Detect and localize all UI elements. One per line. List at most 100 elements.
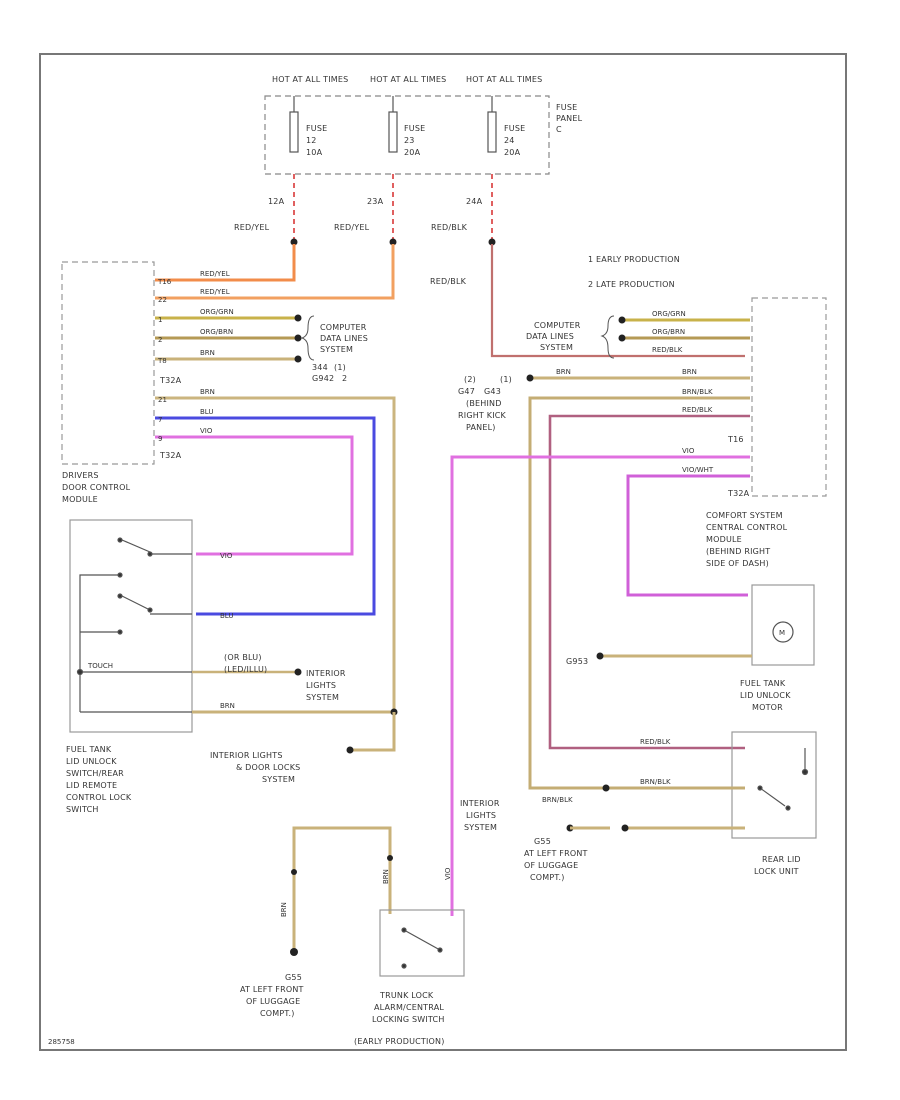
fuel-switch-internals	[76, 537, 192, 713]
ground-right-6: RIGHT KICK	[458, 411, 507, 420]
fuse-panel-label-1: FUSE	[556, 103, 577, 112]
fuse-1-amps: 10A	[306, 148, 323, 157]
svg-text:BRN: BRN	[200, 388, 215, 396]
fuel-switch-label-1: FUEL TANK	[66, 745, 112, 754]
data-lines-1-c: SYSTEM	[320, 345, 353, 354]
fuse-24	[487, 111, 497, 153]
legend-late: 2 LATE PRODUCTION	[588, 280, 675, 289]
motor-m: M	[779, 629, 785, 637]
fuse-2-num: 23	[404, 136, 415, 145]
ground-right-7: PANEL)	[466, 423, 496, 432]
lp-blu-1: (OR BLU)	[224, 653, 262, 662]
ground-344-b: (1)	[334, 363, 346, 372]
wire-red-blk-rear: RED/BLK	[640, 738, 671, 746]
svg-text:RED/BLK: RED/BLK	[652, 346, 683, 354]
svg-text:RED/YEL: RED/YEL	[200, 288, 230, 296]
splice-led	[294, 668, 302, 676]
splice-1	[290, 238, 298, 246]
comfort-connector-2: T32A	[727, 489, 750, 498]
g55-right-3: OF LUGGAGE	[524, 861, 578, 870]
comfort-label-4: (BEHIND RIGHT	[706, 547, 770, 556]
ground-right-4: G43	[484, 387, 501, 396]
comfort-label-2: CENTRAL CONTROL	[706, 523, 788, 532]
g55-bottom-1: G55	[285, 973, 302, 982]
comfort-module	[751, 297, 827, 497]
driver-module-label-1: DRIVERS	[62, 471, 99, 480]
trunk-label-4: (EARLY PRODUCTION)	[354, 1037, 445, 1046]
fuel-switch-label-3: SWITCH/REAR	[66, 769, 124, 778]
svg-text:RED/BLK: RED/BLK	[682, 406, 713, 414]
fuse-1-num: 12	[306, 136, 317, 145]
interior-1-b: LIGHTS	[306, 681, 336, 690]
hot-label-1: HOT AT ALL TIMES	[272, 75, 348, 84]
wire-brn-blk-b: BRN/BLK	[542, 796, 573, 804]
interior-3-b: LIGHTS	[466, 811, 496, 820]
data-lines-2-c: SYSTEM	[540, 343, 573, 352]
interior-2-a: INTERIOR LIGHTS	[210, 751, 283, 760]
wire-brn-label: BRN	[220, 702, 235, 710]
driver-connector-1: T32A	[159, 376, 182, 385]
wire-red-blk-main	[490, 244, 745, 358]
rear-lock-label-1: REAR LID	[762, 855, 801, 864]
g55-bottom-4: COMPT.)	[260, 1009, 295, 1018]
fuel-motor-label-1: FUEL TANK	[740, 679, 786, 688]
brace-left	[300, 315, 315, 361]
splice-g953	[596, 652, 604, 660]
feed-wire-label-3: RED/BLK	[431, 223, 468, 232]
g55-bottom-2: AT LEFT FRONT	[240, 985, 304, 994]
fuse-panel-box	[264, 95, 550, 175]
data-lines-2-a: COMPUTER	[534, 321, 581, 330]
ground-344-a: 344	[312, 363, 328, 372]
g953-label: G953	[566, 657, 588, 666]
fuse-1-name: FUSE	[306, 124, 327, 133]
svg-text:9: 9	[158, 435, 162, 443]
svg-text:RED/YEL: RED/YEL	[200, 270, 230, 278]
trunk-switch-box	[379, 909, 465, 977]
g55-right-2: AT LEFT FRONT	[524, 849, 588, 858]
ground-g92-a: G942	[312, 374, 334, 383]
interior-3-c: SYSTEM	[464, 823, 497, 832]
g55-right-1: G55	[534, 837, 551, 846]
svg-text:VIO/WHT: VIO/WHT	[682, 466, 714, 474]
feed-wire-label-2: RED/YEL	[334, 223, 370, 232]
svg-text:ORG/GRN: ORG/GRN	[200, 308, 234, 316]
feed-id-2: 23A	[367, 197, 384, 206]
fuse-3-num: 24	[504, 136, 515, 145]
wire-vert-brn: BRN	[280, 902, 288, 917]
svg-text:22: 22	[158, 296, 167, 304]
fuel-switch-box	[69, 519, 193, 733]
svg-text:7: 7	[158, 416, 162, 424]
motor-icon	[772, 621, 794, 643]
driver-module-label-2: DOOR CONTROL	[62, 483, 131, 492]
fuel-switch-label-5: CONTROL LOCK	[66, 793, 132, 802]
svg-text:1: 1	[158, 316, 162, 324]
comfort-connector-1: T16	[727, 435, 744, 444]
trunk-label-1: TRUNK LOCK	[379, 991, 434, 1000]
driver-door-module	[61, 261, 155, 465]
switch-vio-label: VIO	[220, 552, 233, 560]
legend-early: 1 EARLY PRODUCTION	[588, 255, 680, 264]
switch-led-label: TOUCH	[87, 662, 113, 670]
wire-vert-brn2: BRN	[382, 869, 390, 884]
svg-text:BRN/BLK: BRN/BLK	[682, 388, 713, 396]
wire-brn-ground	[292, 826, 392, 950]
svg-text:BRN: BRN	[200, 349, 215, 357]
svg-text:T8: T8	[157, 357, 167, 365]
svg-text:ORG/GRN: ORG/GRN	[652, 310, 686, 318]
svg-text:BLU: BLU	[200, 408, 213, 416]
trunk-switch-internals	[401, 927, 443, 969]
ground-right-5: (BEHIND	[466, 399, 502, 408]
svg-text:ORG/BRN: ORG/BRN	[200, 328, 233, 336]
fuel-motor-box	[751, 584, 815, 666]
red-blk-side-label: RED/BLK	[430, 277, 467, 286]
interior-1-a: INTERIOR	[306, 669, 346, 678]
diagram-code: 285758	[48, 1038, 75, 1046]
splice-2	[389, 238, 397, 246]
svg-text:BRN: BRN	[682, 368, 697, 376]
comfort-wires: ORG/GRN ORG/BRN RED/BLK BRN BRN BRN/BLK …	[450, 310, 750, 916]
feed-wire-label-1: RED/YEL	[234, 223, 270, 232]
splice-door	[346, 746, 354, 754]
interior-3-a: INTERIOR	[460, 799, 500, 808]
data-lines-1-a: COMPUTER	[320, 323, 367, 332]
